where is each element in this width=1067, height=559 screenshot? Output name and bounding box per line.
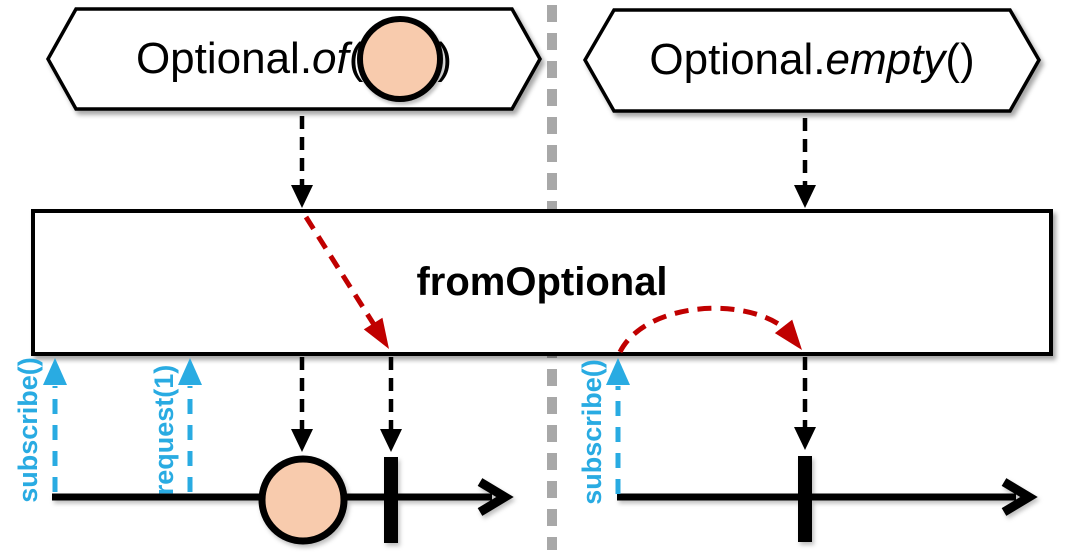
right-source-label: Optional.empty() (585, 10, 1039, 110)
left-source-label: Optional.of() (48, 9, 540, 109)
left-request-label: request(1) (148, 364, 179, 496)
right-complete-bar-icon (798, 456, 812, 542)
left-source-method: of (312, 34, 349, 83)
right-output-timeline (617, 456, 1038, 542)
right-complete-propagation-arrow-icon (617, 305, 802, 354)
left-complete-bar-icon (384, 457, 398, 543)
right-subscribe-label: subscribe() (576, 359, 607, 505)
left-emit-value-arrow-icon (291, 357, 313, 452)
left-source-close-paren: ) (437, 34, 453, 83)
left-value-propagation-arrow-icon (303, 215, 389, 349)
left-timeline-arrowhead-icon (477, 478, 514, 516)
right-emit-complete-arrow-icon (794, 357, 816, 450)
right-source-to-operator-arrow-icon (794, 118, 816, 208)
right-source-parens: () (945, 35, 975, 84)
left-emitted-marble-icon (258, 455, 348, 545)
left-subscribe-label: subscribe() (12, 357, 43, 503)
right-source-hexagon (582, 8, 1042, 113)
left-request-arrow-icon (178, 358, 202, 492)
right-subscribe-arrow-icon (606, 358, 630, 494)
left-source-prefix: Optional. (135, 34, 313, 83)
left-output-timeline (52, 455, 514, 545)
right-timeline-arrowhead-icon (1001, 478, 1038, 516)
marble-icon (357, 16, 444, 102)
operator-label: fromOptional (416, 260, 668, 304)
left-subscribe-arrow-icon (43, 358, 67, 492)
operator-box (31, 209, 1053, 356)
left-emit-complete-arrow-icon (380, 357, 402, 452)
right-source-method: empty (825, 35, 946, 84)
left-source-to-operator-arrow-icon (291, 116, 313, 208)
right-source-prefix: Optional. (649, 35, 826, 84)
